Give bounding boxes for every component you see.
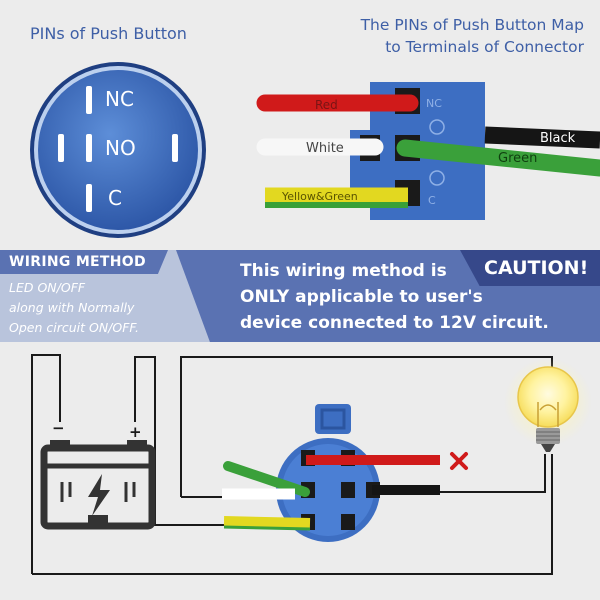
wiring-diagram: − + [31, 354, 592, 575]
pin-c-slot [86, 184, 92, 212]
close-icon [450, 452, 468, 470]
map-title-line1: The PINs of Push Button Map [360, 16, 584, 34]
pin-nc-slot [86, 86, 92, 114]
battery-icon: − + [40, 419, 156, 530]
wiring-line-2: along with Normally [9, 300, 135, 315]
map-title-line2: to Terminals of Connector [385, 38, 584, 56]
wiring-title-bar [0, 250, 168, 274]
pin-no-slot [86, 134, 92, 162]
label-white: White [306, 141, 344, 156]
green-wire [396, 139, 600, 177]
bottom-green-wire [223, 461, 310, 497]
black-wire [484, 126, 600, 149]
bottom-yellow-stripe [223, 525, 311, 531]
label-green: Green [498, 151, 537, 166]
pin-left-slot [58, 134, 64, 162]
wiring-line-1: LED ON/OFF [9, 280, 86, 295]
wiring-line-3: Open circuit ON/OFF. [9, 320, 139, 335]
caution-tab [460, 250, 600, 286]
caution-label: CAUTION! [484, 257, 589, 279]
connector-map: NC C Red White Yellow&Green Black Green [256, 82, 600, 220]
label-black: Black [540, 131, 576, 146]
warning-line-1: This wiring method is [240, 261, 447, 281]
bottom-yellow-wire [223, 516, 311, 528]
wiring-method-title: WIRING METHOD [9, 254, 146, 270]
pin-label-nc: NC [105, 87, 134, 111]
battery-minus-sign: − [52, 419, 65, 437]
pin-right-slot [172, 134, 178, 162]
pins-title: PINs of Push Button [30, 24, 187, 43]
battery-plus-sign: + [129, 423, 142, 441]
terminal-label-nc: NC [426, 97, 442, 110]
top-illustrations: NC NO C NC C Red White Yellow&Green Blac… [30, 62, 600, 238]
push-button-face: NC NO C [30, 62, 206, 238]
terminal-label-c: C [428, 194, 436, 207]
warning-line-2: ONLY applicable to user's [240, 287, 483, 307]
pin-label-c: C [108, 186, 122, 210]
light-bulb-icon [504, 358, 592, 452]
label-yellow-green: Yellow&Green [281, 190, 358, 203]
warning-line-3: device connected to 12V circuit. [240, 313, 549, 333]
pin-label-no: NO [105, 136, 136, 160]
label-red: Red [315, 98, 338, 112]
